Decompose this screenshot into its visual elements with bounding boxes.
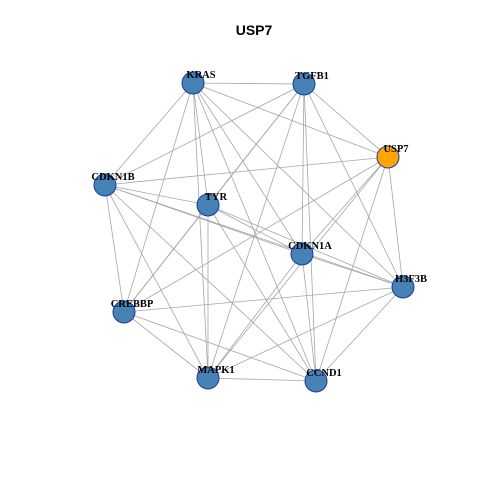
edge-usp7-cdkn1a: [301, 156, 389, 255]
edge-kras-h3f3b: [192, 82, 404, 288]
edge-tyr-ccnd1: [207, 204, 317, 382]
edge-usp7-h3f3b: [387, 156, 404, 288]
edge-h3f3b-ccnd1: [315, 286, 404, 382]
edge-usp7-crebbp: [123, 156, 389, 313]
edge-layer: [104, 82, 404, 382]
edge-tgfb1-h3f3b: [303, 83, 404, 288]
edge-cdkn1b-h3f3b: [104, 184, 404, 288]
edge-cdkn1a-h3f3b: [301, 253, 404, 288]
edge-kras-cdkn1a: [192, 82, 303, 255]
edge-usp7-ccnd1: [315, 156, 389, 382]
edge-crebbp-mapk1: [123, 311, 209, 379]
edge-cdkn1b-mapk1: [104, 184, 209, 379]
node-usp7: [376, 145, 400, 169]
edge-crebbp-ccnd1: [123, 311, 317, 382]
edge-kras-crebbp: [123, 82, 194, 313]
node-label-ccnd1: CCND1: [306, 368, 342, 379]
node-mapk1: [196, 366, 220, 390]
edge-mapk1-ccnd1: [207, 377, 317, 382]
node-h3f3b: [391, 275, 415, 299]
edge-kras-mapk1: [192, 82, 209, 379]
node-crebbp: [112, 300, 136, 324]
edge-h3f3b-crebbp: [123, 286, 404, 313]
edge-tyr-cdkn1a: [207, 204, 303, 255]
node-ccnd1: [304, 369, 328, 393]
edge-tgfb1-ccnd1: [303, 83, 317, 382]
node-kras: [181, 71, 205, 95]
edge-cdkn1b-ccnd1: [104, 184, 317, 382]
edge-kras-ccnd1: [192, 82, 317, 382]
node-cdkn1a: [290, 242, 314, 266]
edge-usp7-mapk1: [207, 156, 389, 379]
edge-tgfb1-cdkn1a: [301, 83, 305, 255]
edge-h3f3b-mapk1: [207, 286, 404, 379]
edge-kras-usp7: [192, 82, 389, 158]
diagram-title: USP7: [236, 22, 273, 38]
edge-kras-tgfb1: [192, 82, 305, 85]
node-tgfb1: [292, 72, 316, 96]
node-label-usp7: USP7: [383, 144, 408, 155]
edge-tgfb1-cdkn1b: [104, 83, 305, 186]
node-label-h3f3b: H3F3B: [395, 274, 427, 285]
edge-cdkn1b-crebbp: [104, 184, 125, 313]
edge-cdkn1b-tyr: [104, 184, 209, 206]
node-label-tgfb1: TGFB1: [295, 71, 329, 82]
node-label-mapk1: MAPK1: [197, 365, 234, 376]
node-label-crebbp: CREBBP: [111, 299, 154, 310]
edge-tgfb1-usp7: [303, 83, 389, 158]
edge-cdkn1a-mapk1: [207, 253, 303, 379]
node-tyr: [196, 193, 220, 217]
node-label-cdkn1b: CDKN1B: [91, 172, 134, 183]
node-label-tyr: TYR: [205, 192, 228, 203]
edge-usp7-cdkn1b: [104, 156, 389, 186]
edge-kras-cdkn1b: [104, 82, 194, 186]
edge-cdkn1a-ccnd1: [301, 253, 317, 382]
edge-tgfb1-mapk1: [207, 83, 305, 379]
edge-kras-tyr: [192, 82, 209, 206]
node-layer: [93, 71, 415, 393]
node-label-cdkn1a: CDKN1A: [288, 241, 332, 252]
node-label-kras: KRAS: [186, 70, 215, 81]
edge-tyr-crebbp: [123, 204, 209, 313]
node-cdkn1b: [93, 173, 117, 197]
